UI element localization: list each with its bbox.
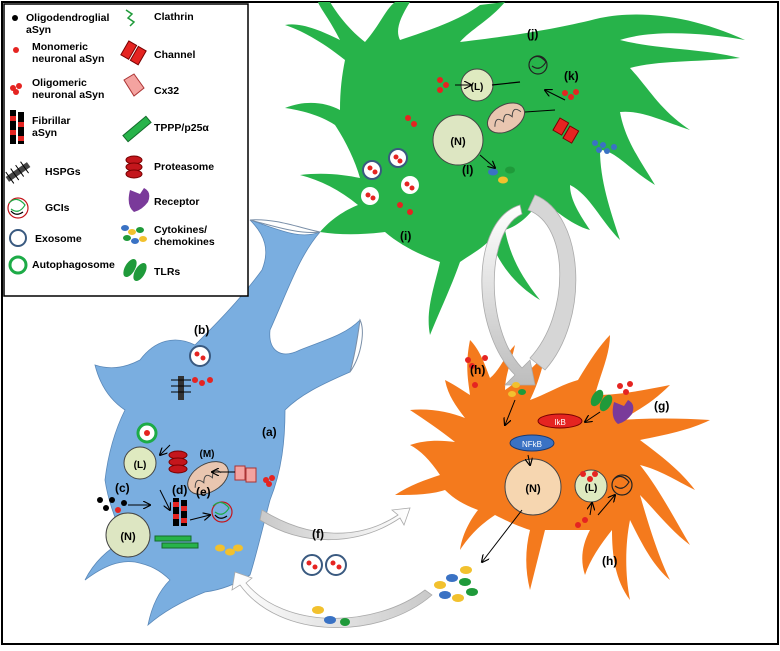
channel-icon <box>120 40 147 66</box>
ikb <box>537 413 583 429</box>
neuron-proteasome <box>168 450 188 474</box>
hspg-icon <box>5 161 31 184</box>
neuron-lysosome <box>123 446 157 480</box>
oligo-gci <box>528 55 548 75</box>
step-labels: (a) (b) (c) (d) (e) (f) (g) (h) (h) (i) … <box>115 27 669 568</box>
label-g: (g) <box>654 399 669 413</box>
legend-label-15: TLRs <box>154 266 180 278</box>
legend-label-7: Autophagosome <box>32 259 115 271</box>
red-cluster-icon <box>10 83 22 95</box>
neuron-channel <box>234 465 257 483</box>
legend-label-13: Receptor <box>154 196 200 208</box>
astro-nucleus-label: (N) <box>525 483 541 495</box>
label-b: (b) <box>194 323 209 337</box>
legend-label-4: HSPGs <box>45 166 81 178</box>
neuron-gci <box>211 501 233 523</box>
nfkb-label: NFkB <box>522 440 542 449</box>
clathrin-icon <box>125 9 136 27</box>
extracellular-exosomes <box>301 554 350 626</box>
autophagosome-icon <box>8 255 28 275</box>
oligo-nucleus <box>432 114 484 166</box>
label-i: (i) <box>400 229 411 243</box>
ikb-label: IkB <box>554 418 566 427</box>
legend-label-9: Channel <box>154 49 196 61</box>
neuron-mito-label: (M) <box>200 449 215 460</box>
neuron-internals: (N) (L) (M) <box>97 345 275 558</box>
gci-icon <box>7 197 29 219</box>
neuron-tppp <box>154 535 192 542</box>
tppp-icon <box>122 115 152 143</box>
nfkb <box>509 434 555 452</box>
astro-lysosome-label: (L) <box>585 483 598 494</box>
legend-label-12: Proteasome <box>154 161 214 173</box>
exosome-icon <box>9 229 27 247</box>
cx32-icon <box>123 73 145 97</box>
fibril-icon <box>10 110 24 144</box>
red-dot-icon <box>13 47 19 53</box>
label-d: (d) <box>172 483 187 497</box>
oligo-lysosome-label: (L) <box>471 82 484 93</box>
oligo-internals: (N) (L) <box>361 55 617 215</box>
oligodendrocyte <box>285 2 745 335</box>
label-h-bottom: (h) <box>602 554 617 568</box>
receptor-icon <box>128 188 150 212</box>
black-dots-icon <box>12 15 18 21</box>
tlr-icon <box>123 258 147 282</box>
legend-label-14: Cytokines/chemokines <box>154 224 215 248</box>
legend-label-10: Cx32 <box>154 85 179 97</box>
neuron <box>84 219 363 627</box>
label-e: (e) <box>196 485 211 499</box>
oligo-nucleus-label: (N) <box>450 136 466 148</box>
cytokines-icon <box>121 225 147 244</box>
process-arrows <box>231 194 577 628</box>
neuron-hspg <box>178 376 184 400</box>
astro-gci <box>611 474 633 496</box>
label-a: (a) <box>262 425 277 439</box>
neuron-nucleus-label: (N) <box>120 531 136 543</box>
legend-label-6: Exosome <box>35 233 82 245</box>
neuron-fibrils <box>173 498 187 526</box>
proteasome-icon <box>125 155 143 179</box>
astro-receptor <box>612 400 634 424</box>
label-j: (j) <box>527 27 538 41</box>
neuron-nucleus <box>105 512 151 558</box>
label-l: (l) <box>462 163 473 177</box>
label-f: (f) <box>312 527 324 541</box>
legend-label-5: GCIs <box>45 202 70 214</box>
astro-internals: (N) (L) NFkB IkB <box>434 355 634 602</box>
oligo-channel <box>552 117 580 144</box>
label-k: (k) <box>564 69 579 83</box>
neuron-exosome <box>189 345 211 367</box>
neuron-lysosome-label: (L) <box>134 460 147 471</box>
astro-tlr <box>590 389 604 407</box>
label-h-top: (h) <box>470 363 485 377</box>
label-c: (c) <box>115 481 130 495</box>
legend-label-11: TPPP/p25α <box>154 122 209 134</box>
legend-label-8: Clathrin <box>154 11 194 23</box>
oligo-mitochondrion <box>487 102 525 134</box>
